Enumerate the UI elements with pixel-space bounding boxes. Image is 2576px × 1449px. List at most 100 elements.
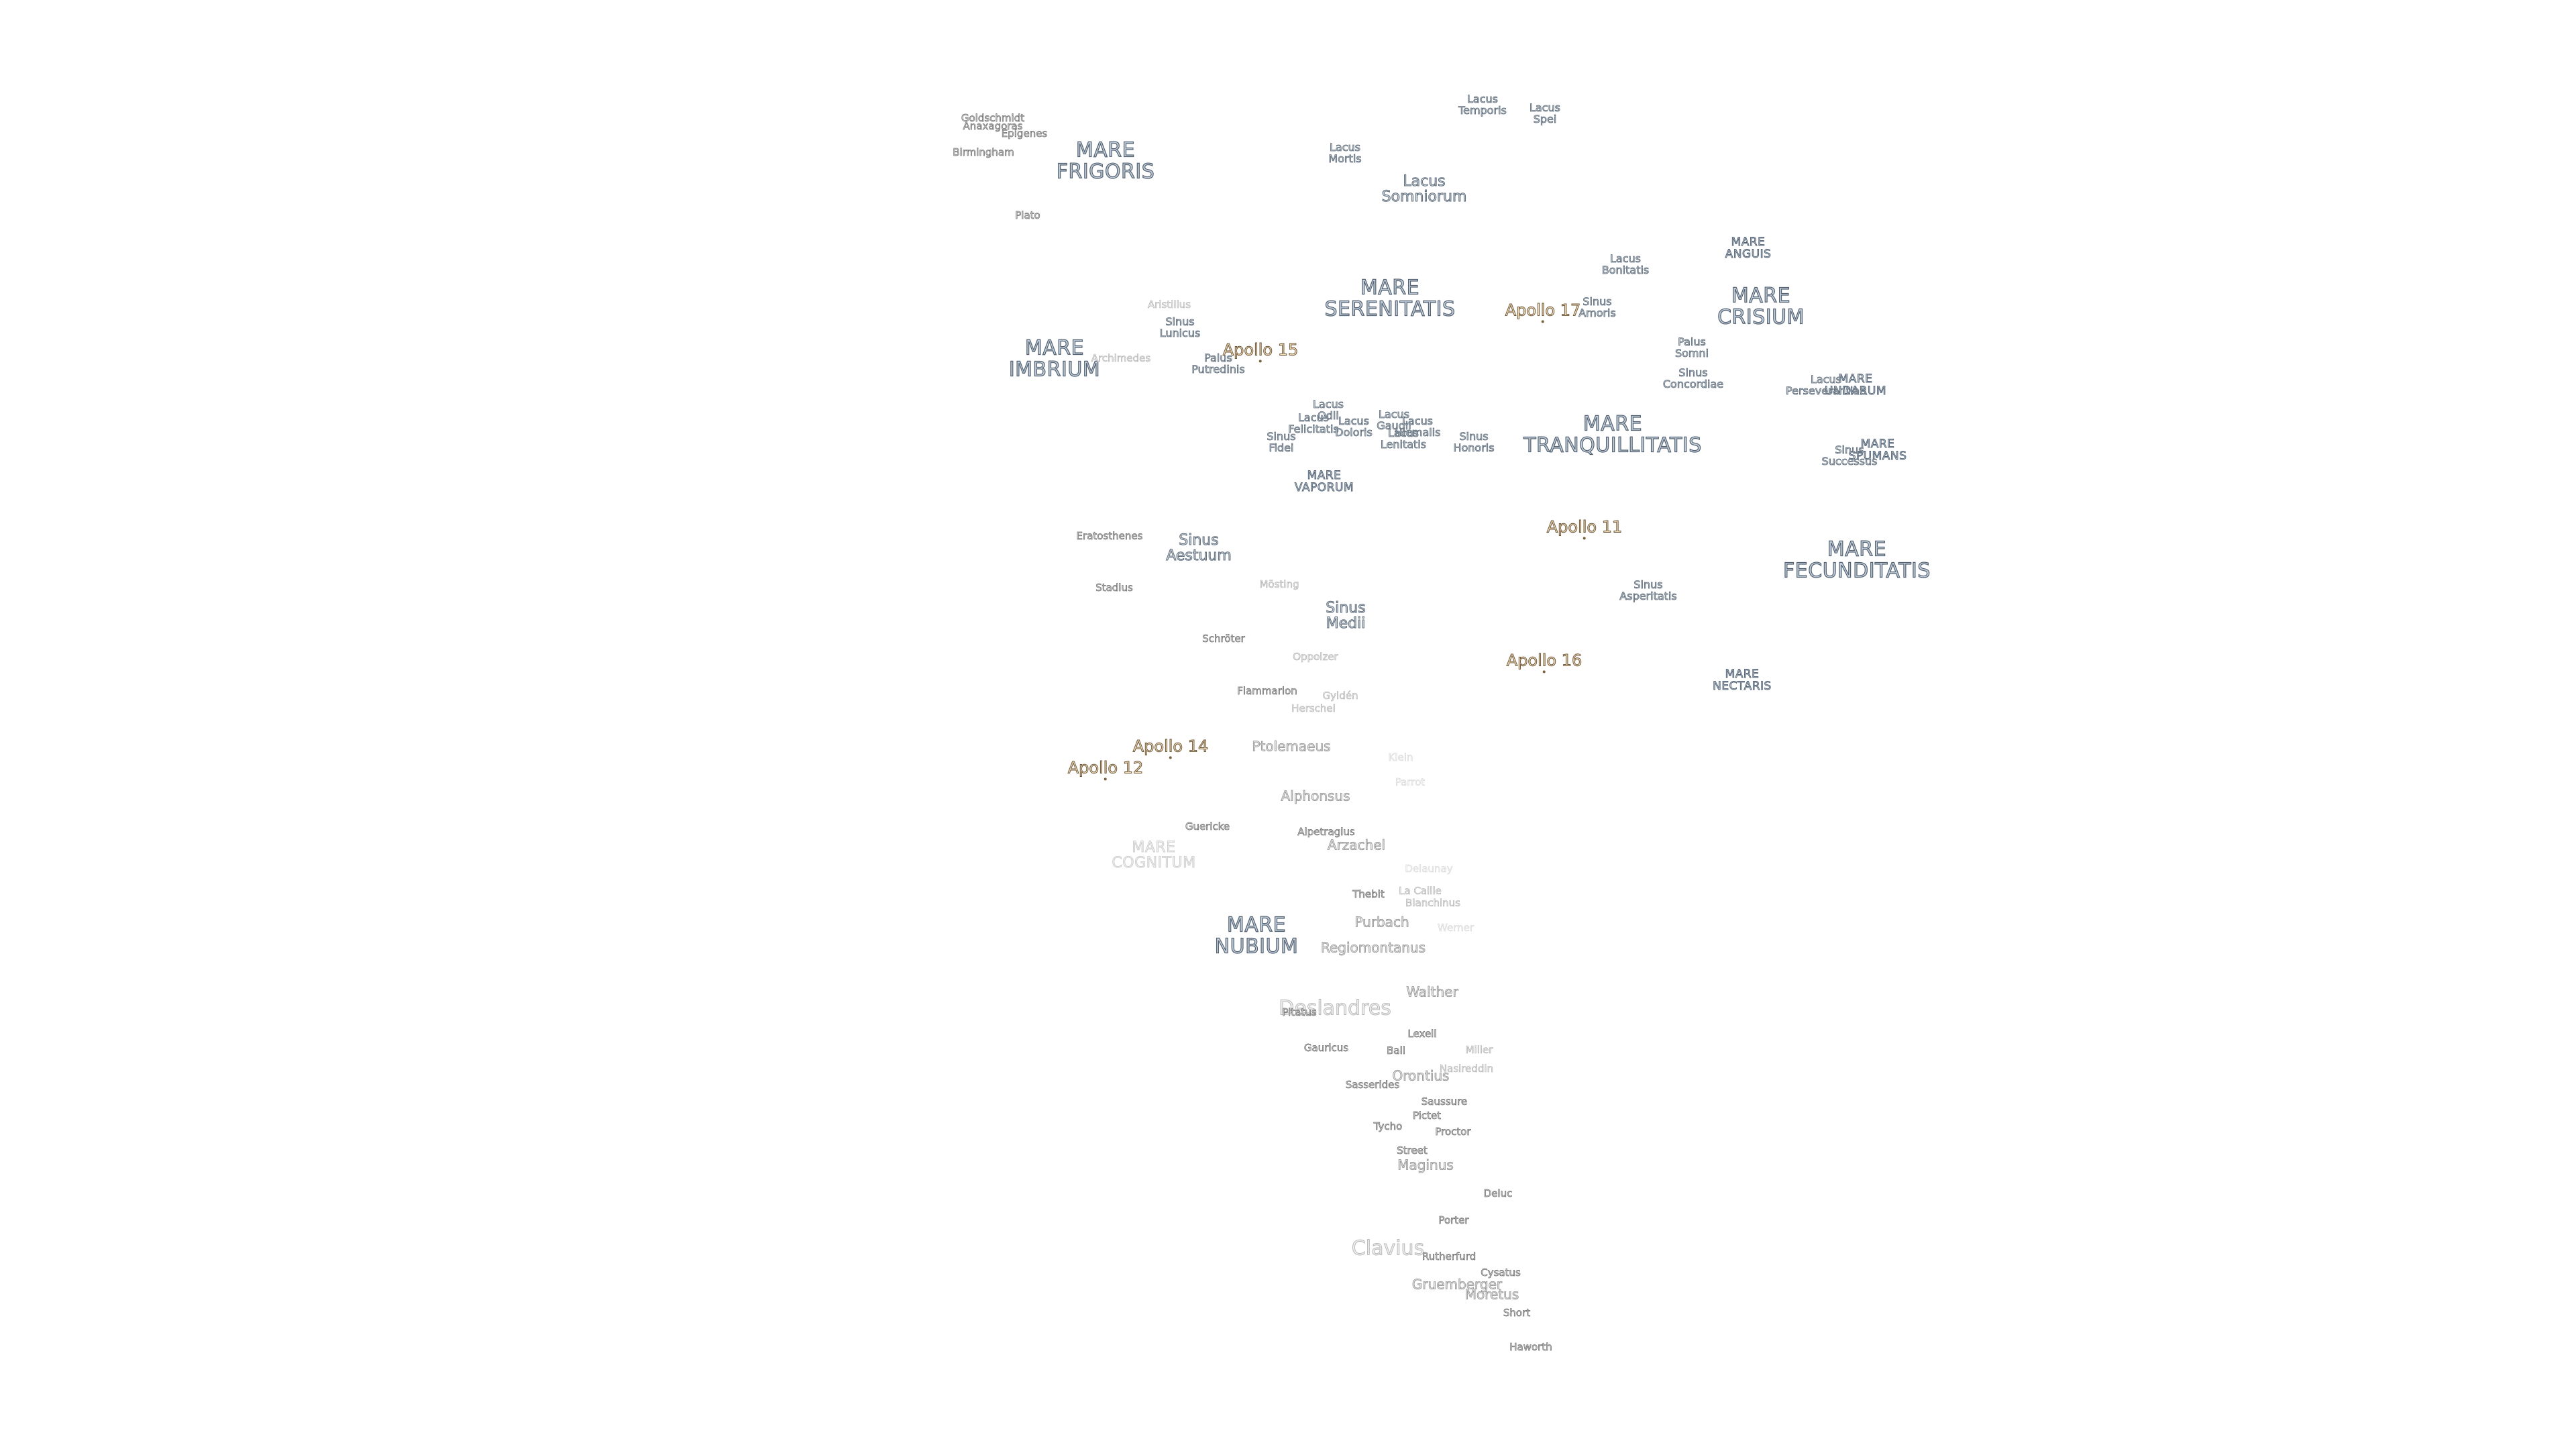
map-label-alpetragius: Alpetragius [1297, 826, 1355, 839]
map-label-text: MARE [1838, 372, 1873, 386]
map-label-text: Lacus [1298, 411, 1330, 425]
map-label-orontius: Orontius [1392, 1069, 1450, 1083]
map-label-parrot: Parrot [1395, 776, 1426, 789]
map-label-text: FECUNDITATIS [1782, 559, 1931, 582]
map-label-text: Ptolemaeus [1252, 738, 1331, 755]
map-label-apollo-14: Apollo 14 [1132, 737, 1209, 759]
map-label-text: Lacus [1329, 141, 1361, 154]
map-label-text: Sinus [1179, 531, 1219, 549]
map-label-cysatus: Cysatus [1481, 1267, 1521, 1279]
map-label-text: MARE [1132, 839, 1176, 856]
map-label-text: Sinus [1267, 430, 1296, 443]
map-label-text: MARE [1075, 138, 1136, 162]
map-label-lexell: Lexell [1407, 1028, 1437, 1040]
map-label-text: Lacus [1529, 101, 1561, 115]
map-label-text: Street [1397, 1144, 1428, 1157]
map-label-text: Walther [1406, 983, 1458, 1000]
map-label-text: MARE [1725, 667, 1760, 682]
map-label-text: NUBIUM [1214, 934, 1299, 958]
map-label-text: Porter [1438, 1214, 1469, 1227]
map-label-short: Short [1503, 1307, 1531, 1319]
map-label-text: Lacus [1387, 427, 1419, 440]
map-label-apollo-11: Apollo 11 [1546, 518, 1623, 540]
map-label-text: Maginus [1397, 1157, 1454, 1173]
map-label-mosting: Mösting [1259, 579, 1299, 590]
map-label-text: TRANQUILLITATIS [1523, 433, 1702, 457]
map-label-moretus: Moretus [1464, 1287, 1519, 1302]
map-label-text: Sasserides [1345, 1079, 1400, 1091]
map-label-text: Sinus [1459, 430, 1489, 443]
map-label-text: Gaudii [1377, 419, 1411, 432]
map-label-text: Amoris [1578, 307, 1617, 319]
map-label-herschel: Herschel [1291, 703, 1336, 714]
map-label-text: Lacus [1466, 93, 1499, 106]
map-label-nasireddin: Nasireddin [1440, 1063, 1494, 1075]
map-label-oppolzer: Oppolzer [1293, 651, 1338, 663]
map-label-text: Alpetragius [1297, 826, 1355, 839]
map-label-text: Successus [1821, 455, 1878, 468]
map-label-werner: Werner [1438, 922, 1474, 934]
map-label-text: Perseverantiae [1786, 384, 1867, 397]
map-label-text: Temporis [1458, 104, 1507, 117]
map-label-text: MARE [1860, 437, 1895, 451]
map-label-text: MARE [1360, 276, 1420, 300]
map-label-tycho: Tycho [1373, 1121, 1402, 1132]
map-label-text: MARE [1024, 336, 1085, 360]
map-label-text: VAPORUM [1294, 481, 1354, 494]
map-label-text: Concordiae [1662, 378, 1724, 390]
map-label-ball: Ball [1387, 1045, 1406, 1057]
map-label-text: Klein [1388, 751, 1413, 764]
map-label-schroter: Schröter [1202, 633, 1245, 645]
map-label-text: Birmingham [953, 146, 1014, 159]
map-label-text: MARE [1226, 913, 1287, 937]
map-label-gauricus: Gauricus [1304, 1042, 1349, 1054]
map-label-text: Flammarion [1237, 685, 1297, 698]
map-label-walther: Walther [1406, 985, 1458, 1000]
map-label-text: Somniorum [1381, 189, 1467, 205]
map-label-text: Deslandres [1279, 996, 1392, 1020]
map-label-text: Hiemalis [1394, 426, 1441, 439]
map-label-purbach: Purbach [1354, 915, 1409, 930]
map-label-text: Rutherfurd [1421, 1250, 1477, 1263]
map-label-text: FRIGORIS [1056, 160, 1155, 183]
map-label-text: MARE [1731, 235, 1766, 250]
map-label-text: Proctor [1435, 1126, 1471, 1138]
map-label-gyldén: Gyldén [1322, 690, 1358, 702]
map-label-archimedes: Archimedes [1091, 353, 1150, 364]
map-label-text: SPUMANS [1848, 449, 1907, 463]
map-label-text: Parrot [1395, 776, 1426, 789]
map-label-text: Lacus [1338, 415, 1370, 428]
map-label-text: Doloris [1335, 426, 1373, 439]
map-label-epigenes: Epigenes [1001, 128, 1047, 140]
map-label-text: Palus [1204, 352, 1233, 365]
map-label-text: Pictet [1412, 1110, 1442, 1122]
map-label-text: Sinus [1582, 295, 1612, 309]
map-label-text: Apollo 17 [1505, 301, 1581, 320]
map-label-alphonsus: Alphonsus [1281, 789, 1350, 804]
map-label-text: Odii [1318, 409, 1339, 422]
map-label-text: Sinus [1835, 443, 1864, 457]
map-label-text: Palus [1678, 335, 1707, 349]
map-label-goldschmidt: Goldschmidt [961, 113, 1025, 124]
map-label-text: ANGUIS [1725, 248, 1772, 261]
map-label-aristillus: Aristillus [1148, 299, 1191, 311]
map-label-text: Apollo 12 [1067, 758, 1144, 777]
map-label-text: Lunicus [1159, 327, 1201, 339]
map-label-apollo-17: Apollo 17 [1505, 301, 1581, 323]
map-label-anaxagoras: Anaxagoras [963, 121, 1023, 132]
map-label-saussure: Saussure [1421, 1096, 1467, 1108]
map-label-text: UNDARUM [1824, 384, 1887, 398]
map-label-text: Fidei [1269, 441, 1294, 454]
map-label-blanchinus: Blanchinus [1405, 898, 1461, 909]
